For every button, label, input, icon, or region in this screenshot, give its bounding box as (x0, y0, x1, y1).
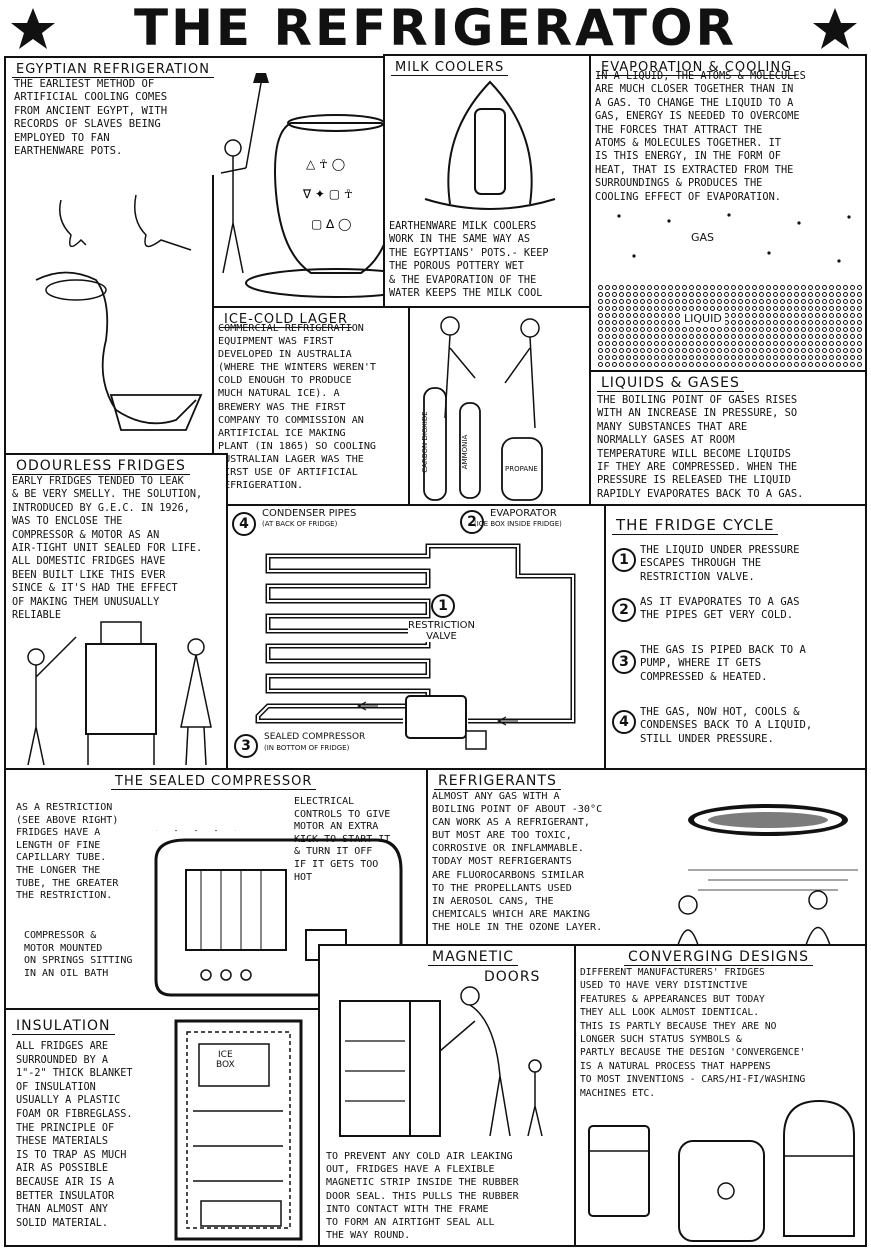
panel-evaporation: EVAPORATION & COOLING IN A LIQUID, THE A… (589, 54, 867, 372)
milk-cooler-illustration (424, 80, 556, 210)
panel-magnetic: MAGNETIC DOORS TO PREVENT ANY COLD AIR L… (318, 944, 576, 1247)
kangaroo-illustration (35, 194, 203, 431)
svg-text:∇ ✦ ▢ ☥: ∇ ✦ ▢ ☥ (302, 187, 353, 201)
text-odourless: EARLY FRIDGES TENDED TO LEAK & BE VERY S… (12, 476, 203, 622)
step-text: AS IT EVAPORATES TO A GAS THE PIPES GET … (640, 596, 800, 622)
step-number: 1 (612, 548, 636, 572)
heading-liquids: LIQUIDS & GASES (597, 375, 744, 392)
ozone-hole-illustration (677, 804, 858, 944)
text-converging: DIFFERENT MANUFACTURERS' FRIDGES USED TO… (580, 967, 806, 1099)
label-restriction-valve: RESTRICTION VALVE (408, 620, 476, 642)
star-icon (813, 8, 857, 49)
fridge-designs-illustration (588, 1099, 855, 1242)
liquid-label: LIQUID (681, 312, 725, 325)
panel-converging: CONVERGING DESIGNS DIFFERENT MANUFACTURE… (574, 944, 867, 1247)
text-milk: EARTHENWARE MILK COOLERS WORK IN THE SAM… (389, 221, 549, 300)
panel-lager-illustration (4, 175, 214, 455)
label-evaporator: EVAPORATOR (490, 508, 557, 519)
text-evaporation: IN A LIQUID, THE ATOMS & MOLECULES ARE M… (595, 70, 806, 203)
step-text: THE LIQUID UNDER PRESSURE ESCAPES THROUG… (640, 544, 800, 583)
sublabel-compressor: (IN BOTTOM OF FRIDGE) (264, 744, 350, 752)
text-compressor-bottom: COMPRESSOR & MOTOR MOUNTED ON SPRINGS SI… (24, 930, 133, 979)
panel-odourless: ODOURLESS FRIDGES EARLY FRIDGES TENDED T… (4, 453, 228, 770)
page-title: THE REFRIGERATOR (133, 0, 738, 57)
panel-fridge-cycle: THE FRIDGE CYCLE 1 THE LIQUID UNDER PRES… (604, 504, 867, 770)
heading-milk: MILK COOLERS (391, 60, 509, 76)
panel-insulation: INSULATION ALL FRIDGES ARE SURROUNDED BY… (4, 1008, 320, 1247)
label-compressor: SEALED COMPRESSOR (264, 732, 366, 742)
panel-liquids: LIQUIDS & GASES THE BOILING POINT OF GAS… (589, 370, 867, 506)
text-egyptian: THE EARLIEST METHOD OF ARTIFICIAL COOLIN… (14, 78, 168, 158)
text-lager: COMMERCIAL REFRIGERATION EQUIPMENT WAS F… (218, 323, 377, 492)
step-text: THE GAS IS PIPED BACK TO A PUMP, WHERE I… (640, 644, 806, 683)
heading-magnetic-2: DOORS (480, 969, 545, 985)
heading-magnetic-1: MAGNETIC (428, 949, 519, 966)
star-icon (11, 8, 55, 49)
cylinder-label-co2: CARBON DIOXIDE (421, 411, 429, 473)
icebox-label: ICE BOX (216, 1050, 235, 1070)
heading-compressor: THE SEALED COMPRESSOR (111, 774, 317, 790)
heading-converging: CONVERGING DESIGNS (624, 949, 814, 966)
heading-odourless: ODOURLESS FRIDGES (12, 458, 190, 475)
text-magnetic: TO PREVENT ANY COLD AIR LEAKING OUT, FRI… (326, 1151, 519, 1242)
sublabel-evaporator: (ICE BOX INSIDE FRIDGE) (474, 520, 562, 528)
heading-lager: ICE-COLD LAGER (220, 312, 353, 328)
gas-particles (617, 213, 851, 263)
heading-evaporation: EVAPORATION & COOLING (597, 60, 797, 76)
heading-fridge-cycle: THE FRIDGE CYCLE (612, 516, 779, 535)
panel-lager: ICE-COLD LAGER COMMERCIAL REFRIGERATION … (212, 306, 410, 506)
panel-milk: MILK COOLERS EARTHENWARE MILK COOLERS WO… (383, 54, 591, 308)
cylinder-label-propane: PROPANE (505, 465, 538, 473)
cylinder-label-ammonia: AMMONIA (461, 434, 469, 470)
open-fridge-illustration (339, 986, 543, 1137)
text-insulation: ALL FRIDGES ARE SURROUNDED BY A 1"-2" TH… (16, 1041, 133, 1229)
text-refrigerants: ALMOST ANY GAS WITH A BOILING POINT OF A… (432, 791, 603, 933)
panel-cylinders: CARBON DIOXIDE AMMONIA PROPANE (408, 306, 591, 506)
liquid-particles (597, 284, 863, 369)
text-compressor-left: AS A RESTRICTION (SEE ABOVE RIGHT) FRIDG… (16, 802, 119, 902)
insulated-fridge-illustration (174, 1019, 303, 1241)
cycle-number-4: 4 (232, 512, 256, 536)
step-number: 2 (612, 598, 636, 622)
step-number: 4 (612, 710, 636, 734)
step-number: 3 (612, 650, 636, 674)
old-fridge-illustration (27, 621, 212, 766)
cycle-number-2: 2 (460, 510, 484, 534)
svg-text:▢ ∆ ◯: ▢ ∆ ◯ (311, 217, 351, 231)
panel-cycle-diagram: 4 CONDENSER PIPES (AT BACK OF FRIDGE) 2 … (226, 504, 606, 770)
step-text: THE GAS, NOW HOT, COOLS & CONDENSES BACK… (640, 706, 813, 745)
heading-refrigerants: REFRIGERANTS (434, 773, 561, 790)
gas-label: GAS (691, 231, 715, 244)
heading-egyptian: EGYPTIAN REFRIGERATION (12, 62, 214, 78)
cycle-number-3: 3 (234, 734, 258, 758)
gas-cylinders-illustration (423, 316, 543, 501)
heading-insulation: INSULATION (12, 1018, 115, 1035)
svg-text:△ ☥ ◯: △ ☥ ◯ (306, 157, 345, 171)
text-liquids: THE BOILING POINT OF GASES RISES WITH AN… (597, 394, 804, 500)
cycle-number-1: 1 (431, 594, 455, 618)
label-condenser: CONDENSER PIPES (262, 508, 357, 519)
sublabel-condenser: (AT BACK OF FRIDGE) (262, 520, 338, 528)
panel-refrigerants: REFRIGERANTS ALMOST ANY GAS WITH A BOILI… (426, 768, 867, 946)
